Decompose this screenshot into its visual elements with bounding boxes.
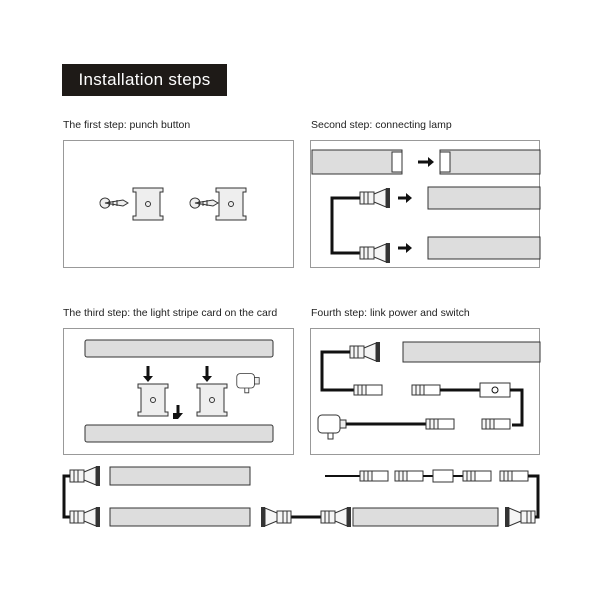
step-4-label: Fourth step: link power and switch bbox=[311, 307, 470, 319]
mounting-clip-icon bbox=[215, 187, 247, 221]
step-1-label: The first step: punch button bbox=[63, 119, 191, 131]
step-4-illustration bbox=[317, 341, 541, 440]
step-4-panel bbox=[310, 328, 540, 455]
connector-icon bbox=[359, 242, 391, 264]
full-connection-illustration bbox=[62, 373, 540, 528]
switch-icon bbox=[479, 382, 511, 398]
step-2-label: Second step: connecting lamp bbox=[311, 119, 452, 131]
connector-icon bbox=[359, 187, 391, 209]
step-1-panel bbox=[63, 140, 294, 268]
power-adapter-icon bbox=[317, 414, 347, 440]
screw-icon bbox=[99, 197, 129, 209]
mounting-clip-icon bbox=[132, 187, 164, 221]
step-3-illustration bbox=[84, 339, 274, 443]
step-1-illustration bbox=[99, 187, 247, 221]
step-3-label: The third step: the light stripe card on… bbox=[63, 307, 278, 319]
step-3-panel bbox=[63, 328, 294, 455]
screw-icon bbox=[189, 197, 219, 209]
step-2-illustration bbox=[311, 149, 541, 264]
installation-steps-title: Installation steps bbox=[62, 64, 227, 96]
